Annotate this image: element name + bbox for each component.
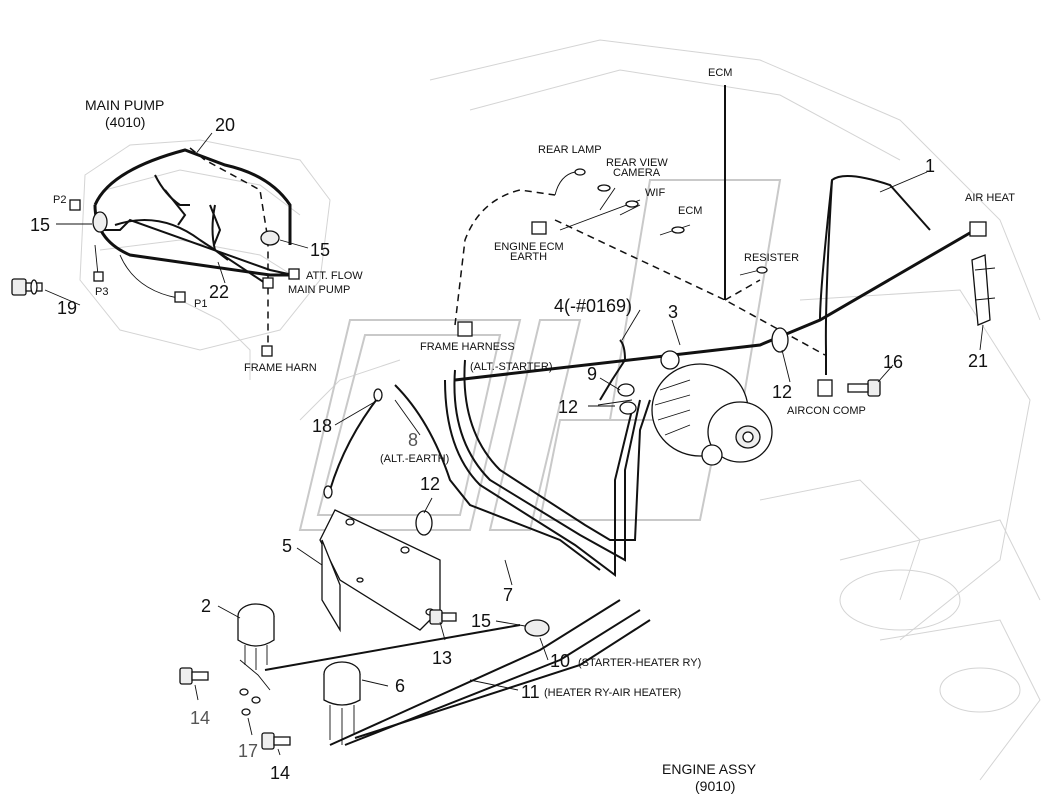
frame-harn-label: FRAME HARN [244,362,317,374]
relays [179,599,651,750]
callout-15-pump-left: 15 [30,215,50,235]
callout-7: 7 [503,585,513,605]
cable-bundle [323,339,651,577]
leader-lines [44,132,984,756]
diagram-labels: MAIN PUMP (4010) ENGINE ASSY (9010) ECM … [53,67,1015,794]
main-pump-background-sketch [79,139,331,380]
main-pump-title: MAIN PUMP [85,97,164,113]
callout-12-bracket: 12 [420,474,440,494]
bracket-5 [319,509,457,633]
callout-6: 6 [395,676,405,696]
callout-1: 1 [925,156,935,176]
air-heat-label: AIR HEAT [965,192,1015,204]
callout-19: 19 [57,298,77,318]
callout-2: 2 [201,596,211,616]
p3-label: P3 [95,286,108,298]
callout-14-bottom: 14 [270,763,290,783]
wif-label: WIF [645,187,665,199]
main-pump-code: (4010) [105,114,145,130]
callout-12-aircon: 12 [772,382,792,402]
callout-5: 5 [282,536,292,556]
alt-starter-label: (ALT.-STARTER) [470,361,553,373]
rear-view-label: REAR VIEW [606,157,668,169]
alternator [651,350,773,466]
callout-22: 22 [209,282,229,302]
bolt-19 [11,278,43,296]
starter-heater-ry-label: (STARTER-HEATER RY) [578,657,701,669]
callout-10: 10 [550,651,570,671]
callout-numbers: 1 2 3 4(-#0169) 5 6 7 8 9 10 11 12 12 12… [30,115,988,783]
callout-12-alternator: 12 [558,397,578,417]
callout-4: 4(-#0169) [554,296,632,316]
callout-18: 18 [312,416,332,436]
p1-label: P1 [194,298,207,310]
engine-background-sketch [299,39,1041,781]
callout-11: 11 [521,682,540,702]
main-pump-connector-label: MAIN PUMP [288,284,350,296]
camera-label: CAMERA [613,167,661,179]
earth-label: EARTH [510,251,547,263]
callout-8: 8 [408,430,418,450]
rear-lamp-label: REAR LAMP [538,144,602,156]
callout-21: 21 [968,351,988,371]
ecm-top-label: ECM [708,67,732,79]
p2-label: P2 [53,194,66,206]
callout-15-cable: 15 [471,611,491,631]
callout-15-pump-right: 15 [310,240,330,260]
callout-14-left: 14 [190,708,210,728]
callout-17: 17 [238,741,258,761]
callout-9: 9 [587,364,597,384]
main-pump-harness [11,147,300,357]
callout-3: 3 [668,302,678,322]
att-flow-label: ATT. FLOW [306,270,363,282]
ecm-label: ECM [678,205,702,217]
engine-assy-title: ENGINE ASSY [662,761,757,777]
resister-label: RESISTER [744,252,799,264]
engine-ecm-label: ENGINE ECM [494,241,564,253]
engine-assy-code: (9010) [695,778,735,794]
frame-harness-label: FRAME HARNESS [420,341,515,353]
aircon-comp-label: AIRCON COMP [787,405,866,417]
callout-13: 13 [432,648,452,668]
alt-earth-label: (ALT.-EARTH) [380,453,449,465]
heater-ry-air-heater-label: (HEATER RY-AIR HEATER) [544,687,681,699]
callout-16: 16 [883,352,903,372]
main-harness [454,85,996,397]
callout-20: 20 [215,115,235,135]
